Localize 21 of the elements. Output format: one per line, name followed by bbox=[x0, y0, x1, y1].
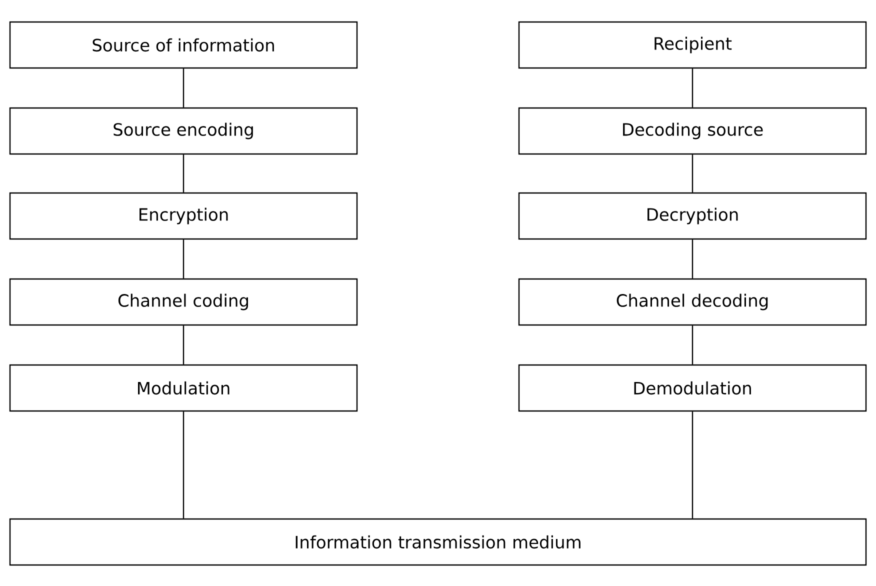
process-box: Recipient bbox=[518, 21, 867, 69]
connector-line bbox=[692, 154, 694, 192]
connector-line bbox=[182, 326, 184, 364]
process-box: Information transmission medium bbox=[9, 518, 867, 566]
connector-line bbox=[692, 68, 694, 108]
connector-line bbox=[182, 240, 184, 278]
connector-line bbox=[182, 412, 184, 518]
process-box: Decoding source bbox=[518, 107, 867, 155]
process-box: Channel decoding bbox=[518, 278, 867, 326]
connector-line bbox=[182, 68, 184, 108]
connector-line bbox=[692, 240, 694, 278]
process-box: Channel coding bbox=[9, 278, 358, 326]
process-box: Decryption bbox=[518, 192, 867, 240]
process-box: Encryption bbox=[9, 192, 358, 240]
process-box: Demodulation bbox=[518, 364, 867, 412]
connector-line bbox=[692, 326, 694, 364]
process-box: Modulation bbox=[9, 364, 358, 412]
connector-line bbox=[182, 154, 184, 192]
process-box: Source encoding bbox=[9, 107, 358, 155]
process-box: Source of information bbox=[9, 21, 358, 69]
connector-line bbox=[692, 412, 694, 518]
